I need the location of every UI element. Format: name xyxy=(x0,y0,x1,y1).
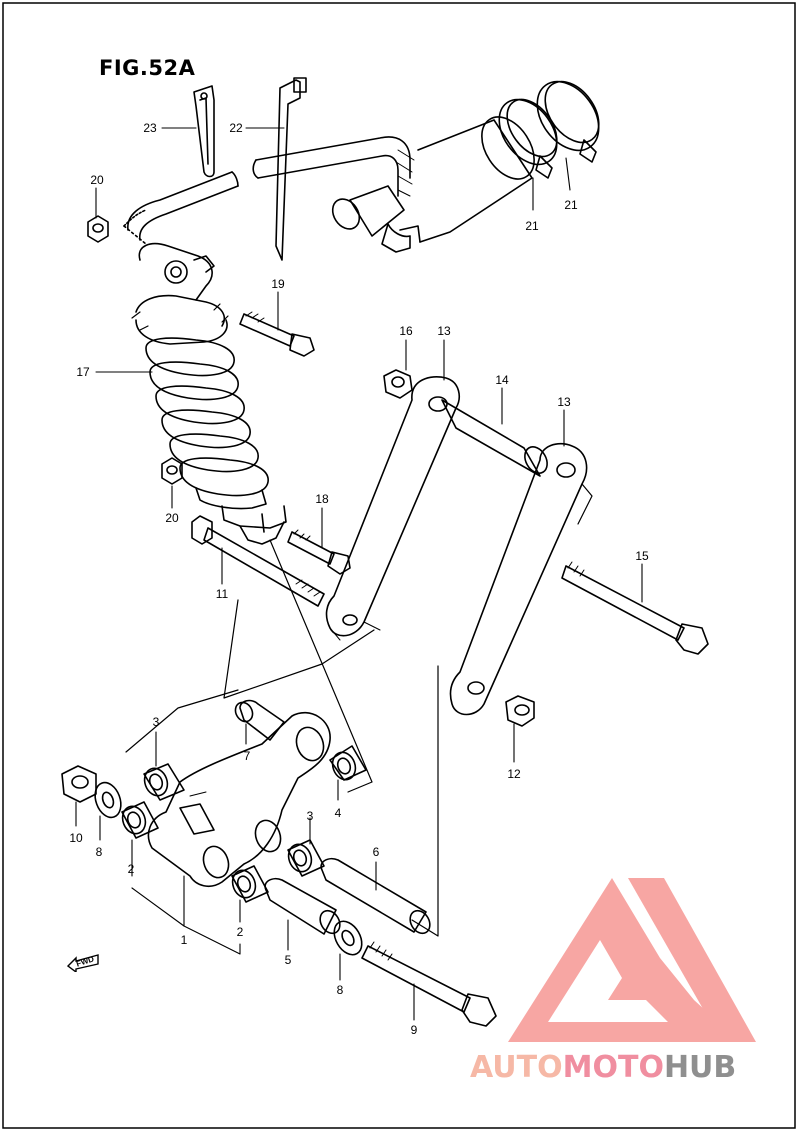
nut-20-upper xyxy=(87,215,109,243)
callout-19: 19 xyxy=(271,277,285,291)
callout-8: 8 xyxy=(336,983,344,997)
hose-clamp-upper xyxy=(536,80,600,163)
callout-13: 13 xyxy=(557,395,571,409)
reservoir-hose xyxy=(123,136,415,245)
callout-10: 10 xyxy=(69,831,83,845)
spacer-7 xyxy=(234,699,285,741)
bolt-11 xyxy=(191,515,325,607)
callout-8: 8 xyxy=(95,845,103,859)
bearing-3-lower xyxy=(287,839,325,877)
cushion-lever-1 xyxy=(147,711,331,888)
callout-7: 7 xyxy=(243,749,251,763)
link-plate-13-front xyxy=(325,376,460,641)
bolt-9 xyxy=(361,941,497,1027)
guide-lines xyxy=(125,539,439,937)
link-plate-13-rear xyxy=(449,442,593,716)
callout-18: 18 xyxy=(315,492,329,506)
leader-lines xyxy=(75,127,643,1021)
watermark-brand: AUTOMOTOHUB xyxy=(470,1050,736,1085)
callout-6: 6 xyxy=(372,845,380,859)
nut-20-lower xyxy=(161,457,183,485)
callout-4: 4 xyxy=(334,806,342,820)
nut-10 xyxy=(61,765,97,803)
reservoir-tank xyxy=(331,116,535,253)
callout-22: 22 xyxy=(229,121,243,135)
spacer-6 xyxy=(320,857,431,935)
callout-2: 2 xyxy=(236,925,244,939)
callout-17: 17 xyxy=(76,365,90,379)
hose-clamp-lower xyxy=(498,98,558,179)
washer-8-lower xyxy=(333,920,363,956)
bolt-18 xyxy=(287,529,351,575)
callout-12: 12 xyxy=(507,767,521,781)
figure-title: FIG.52A xyxy=(99,56,196,80)
callout-14: 14 xyxy=(495,373,509,387)
bolt-15 xyxy=(561,561,709,655)
nut-12 xyxy=(505,695,535,727)
callout-16: 16 xyxy=(399,324,413,338)
brand-part-auto: AUTO xyxy=(470,1050,563,1085)
brand-part-moto: MOTO xyxy=(562,1050,664,1085)
cable-tie-22 xyxy=(275,77,307,261)
bracket-23 xyxy=(193,85,215,178)
spacer-14 xyxy=(441,399,548,477)
callout-13: 13 xyxy=(437,324,451,338)
callout-9: 9 xyxy=(410,1023,418,1037)
watermark-logo-icon xyxy=(508,878,756,1042)
callout-21: 21 xyxy=(564,198,578,212)
callout-23: 23 xyxy=(143,121,157,135)
callout-15: 15 xyxy=(635,549,649,563)
washer-8-upper xyxy=(94,781,122,819)
bearing-4 xyxy=(329,745,367,781)
forward-arrow-icon: FWD xyxy=(66,954,100,974)
callout-1: 1 xyxy=(180,933,188,947)
spacer-5 xyxy=(264,877,341,935)
fwd-arrow-shape xyxy=(66,954,99,974)
callout-3: 3 xyxy=(152,715,160,729)
callout-2: 2 xyxy=(127,862,135,876)
callout-5: 5 xyxy=(284,953,292,967)
bolt-19 xyxy=(239,311,315,357)
callout-20: 20 xyxy=(90,173,104,187)
nut-16 xyxy=(383,369,413,399)
bearing-2-lower xyxy=(231,865,269,903)
callout-21: 21 xyxy=(525,219,539,233)
callout-3: 3 xyxy=(306,809,314,823)
bearing-3-upper xyxy=(143,763,185,801)
callout-11: 11 xyxy=(215,587,229,601)
callout-20: 20 xyxy=(165,511,179,525)
shock-absorber-17 xyxy=(131,242,287,545)
brand-part-hub: HUB xyxy=(663,1050,737,1085)
bearing-2-left xyxy=(121,801,159,839)
